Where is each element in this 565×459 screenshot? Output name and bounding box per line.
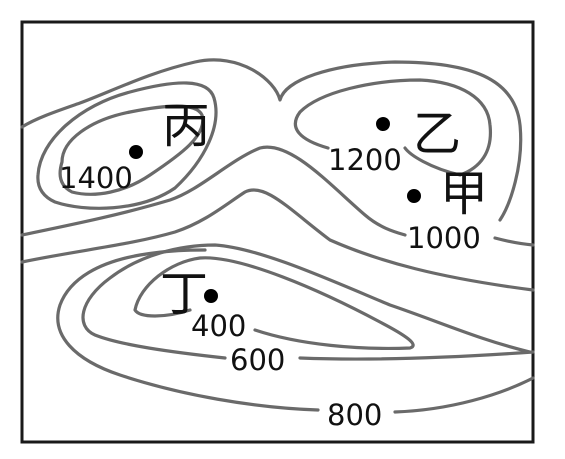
contour-1000-bottom — [20, 145, 407, 237]
contour-600-right — [298, 350, 535, 361]
label-800: 800 — [327, 398, 382, 432]
place-label-ding: 丁 — [160, 266, 208, 322]
point-ding — [204, 289, 218, 303]
contour-600 — [81, 243, 532, 360]
place-label-yi: 乙 — [413, 106, 461, 162]
point-jia — [407, 189, 421, 203]
contour-800-upper — [20, 188, 535, 292]
place-label-jia: 甲 — [440, 166, 488, 222]
label-1200: 1200 — [328, 143, 402, 177]
label-1400: 1400 — [59, 161, 133, 195]
label-400: 400 — [191, 309, 246, 343]
contour-1000-bottom-right — [493, 236, 535, 247]
point-yi — [376, 117, 390, 131]
contour-800-lower — [56, 248, 320, 412]
contour-800-lower-right — [393, 376, 535, 414]
contour-1000-top — [20, 58, 523, 222]
contour-1200-left — [36, 81, 218, 210]
contour-1400 — [58, 104, 205, 196]
place-label-bing: 丙 — [162, 98, 210, 154]
contour-400 — [133, 256, 415, 351]
point-peak-bing — [129, 145, 143, 159]
label-600: 600 — [230, 343, 285, 377]
contour-1200-right — [293, 78, 493, 177]
label-1000: 1000 — [407, 221, 481, 255]
